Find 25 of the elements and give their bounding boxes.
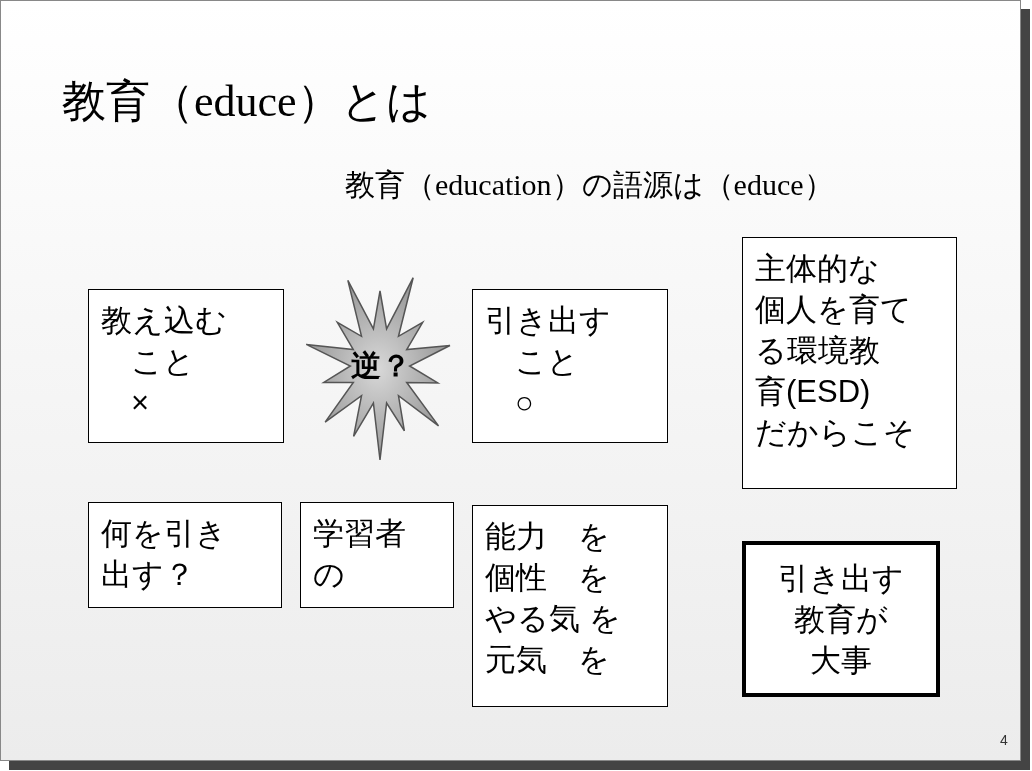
text-box: [742, 541, 940, 697]
slide-title: 教育（educe）とは: [62, 76, 431, 128]
box-text: 学習者の: [313, 515, 407, 594]
page-number: 4: [1000, 731, 1008, 750]
box-text: やる気 を: [485, 600, 622, 638]
text-box: [742, 237, 957, 489]
box-text: 何を引き出す？: [101, 515, 228, 594]
subtitle: 教育（education）の語源は（educe）: [345, 167, 834, 203]
box-text: ×: [130, 384, 151, 422]
box-text: こと: [514, 343, 580, 381]
text-box: [88, 502, 282, 608]
text-box: [88, 289, 284, 443]
box-text: 教え込む: [101, 302, 228, 340]
box-text: 主体的な個人を育てる環境教育(ESD)だからこそ: [755, 250, 916, 452]
text-box: [300, 502, 454, 608]
box-text: ○: [514, 384, 535, 422]
box-text: 引き出す教育が大事: [778, 559, 904, 680]
box-text: 元気 を: [485, 641, 611, 679]
starburst-label: 逆？: [350, 348, 412, 384]
box-text: 引き出す: [485, 302, 612, 340]
box-text: 能力 を: [485, 518, 611, 556]
text-box: [472, 289, 668, 443]
text-box: [472, 505, 668, 707]
box-text: 個性 を: [485, 559, 611, 597]
box-text: こと: [130, 343, 196, 381]
